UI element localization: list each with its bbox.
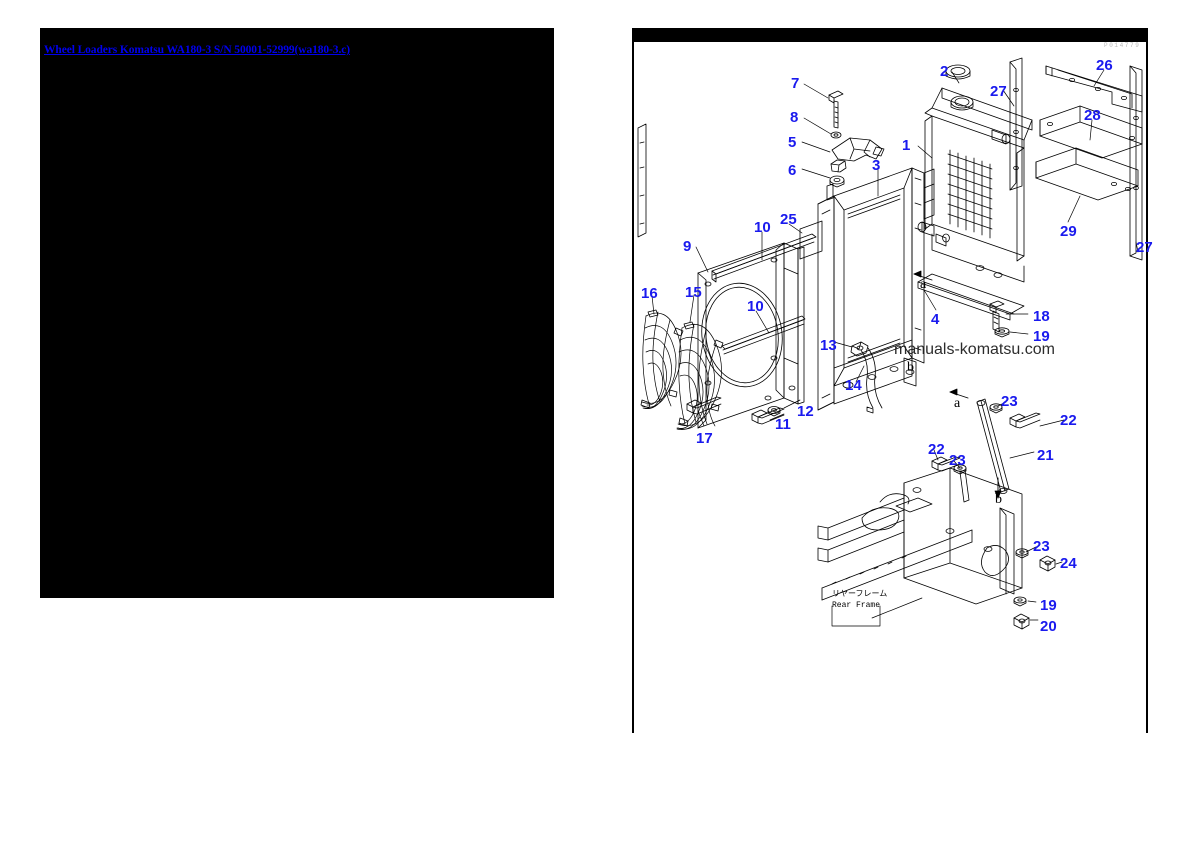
callout-15[interactable]: 15 — [685, 284, 702, 301]
site-watermark: manuals-komatsu.com — [894, 341, 1055, 358]
diagram-left-border — [632, 42, 634, 733]
parts-diagram-frame: P014779 — [632, 28, 1153, 733]
callout-23-top[interactable]: 23 — [1001, 393, 1018, 410]
callout-8[interactable]: 8 — [790, 109, 799, 126]
callout-10-mid[interactable]: 10 — [747, 298, 764, 315]
callout-22-right[interactable]: 22 — [1060, 412, 1077, 429]
callout-29[interactable]: 29 — [1060, 223, 1077, 240]
callout-19-upper[interactable]: 19 — [1033, 328, 1050, 345]
callout-6[interactable]: 6 — [788, 162, 797, 179]
section-marker-a-bottom: a — [954, 396, 961, 411]
callout-28[interactable]: 28 — [1084, 107, 1101, 124]
callout-24[interactable]: 24 — [1060, 555, 1077, 572]
callout-9[interactable]: 9 — [683, 238, 692, 255]
callout-27-left[interactable]: 27 — [990, 83, 1007, 100]
exploded-parts-drawing — [632, 28, 1148, 733]
callout-12[interactable]: 12 — [797, 403, 814, 420]
section-marker-b-top: b — [907, 360, 914, 375]
callout-23-lower[interactable]: 23 — [1033, 538, 1050, 555]
callout-1[interactable]: 1 — [902, 137, 911, 154]
document-preview-panel: Wheel Loaders Komatsu WA180-3 S/N 50001-… — [40, 28, 554, 598]
callout-4[interactable]: 4 — [931, 311, 940, 328]
callout-26[interactable]: 26 — [1096, 57, 1113, 74]
callout-20[interactable]: 20 — [1040, 618, 1057, 635]
diagram-top-bar — [632, 28, 1148, 42]
section-marker-a-top: a — [920, 277, 927, 292]
callout-7[interactable]: 7 — [791, 75, 800, 92]
callout-3[interactable]: 3 — [872, 157, 881, 174]
callout-21[interactable]: 21 — [1037, 447, 1054, 464]
document-title-link[interactable]: Wheel Loaders Komatsu WA180-3 S/N 50001-… — [44, 44, 350, 56]
plate-code-label: P014779 — [1104, 42, 1141, 49]
callout-11[interactable]: 11 — [775, 416, 791, 433]
callout-22-left[interactable]: 22 — [928, 441, 945, 458]
diagram-right-border — [1146, 42, 1148, 733]
section-marker-b-bottom: b — [995, 492, 1002, 507]
callout-5[interactable]: 5 — [788, 134, 797, 151]
callout-14[interactable]: 14 — [845, 377, 862, 394]
callout-13[interactable]: 13 — [820, 337, 837, 354]
rear-frame-label-en: Rear Frame — [832, 601, 881, 610]
callout-10-top[interactable]: 10 — [754, 219, 771, 236]
callout-18[interactable]: 18 — [1033, 308, 1050, 325]
callout-17[interactable]: 17 — [696, 430, 713, 447]
callout-23-left[interactable]: 23 — [949, 452, 966, 469]
callout-19-lower[interactable]: 19 — [1040, 597, 1057, 614]
callout-27-right[interactable]: 27 — [1136, 239, 1153, 256]
callout-16[interactable]: 16 — [641, 285, 658, 302]
callout-2[interactable]: 2 — [940, 63, 949, 80]
callout-25[interactable]: 25 — [780, 211, 797, 228]
rear-frame-label-jp: リヤーフレーム — [832, 590, 888, 599]
